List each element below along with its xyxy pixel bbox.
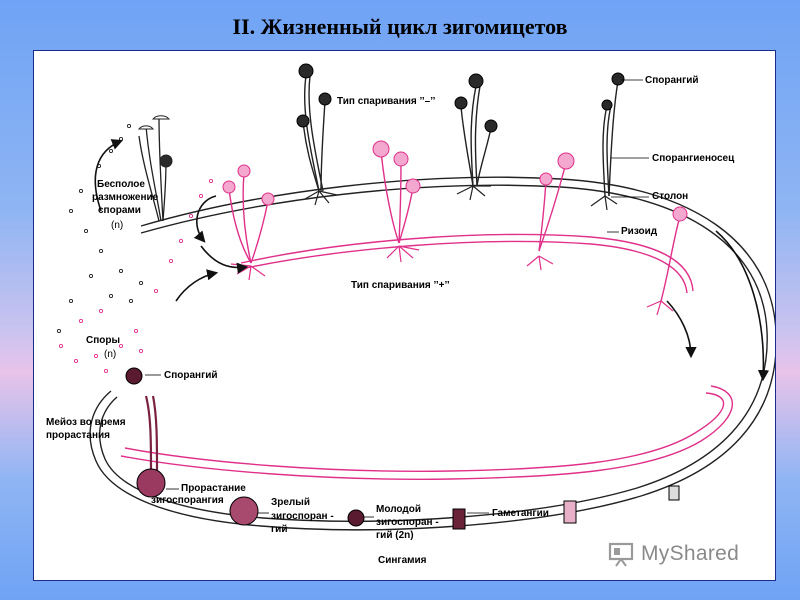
label-mature-2: зигоспоран - [271,511,334,522]
minus-strain-hypha [89,176,775,531]
label-germination-2: зигоспорангия [151,495,224,506]
label-sporangium-bottom: Спорангий [164,370,218,381]
watermark-text: MyShared [641,542,740,565]
label-meiosis-2: прорастания [46,430,110,441]
plus-sporangia [222,140,688,222]
diagram-panel: Тип спаривания ’’–’’ Тип спаривания ’’+’… [33,50,776,581]
plus-strain-hypha [120,233,734,480]
label-mating-type-minus: Тип спаривания ’’–’’ [337,96,436,107]
zygomycete-life-cycle-diagram: Тип спаривания ’’–’’ Тип спаривания ’’+’… [46,63,775,566]
minus-sporangiophores [302,75,619,197]
spores-scatter [56,123,214,374]
arrow-spores-to-plus [193,195,217,243]
label-spores-ploidy: (n) [104,349,116,360]
arrow-to-asexual [94,139,124,212]
label-sporangium-top: Спорангий [645,75,699,86]
label-mature-3: гий [271,524,287,535]
cycle-arrows [94,139,770,382]
plus-rhizoids [230,245,674,316]
presentation-board-icon [608,542,634,567]
label-young-3: гий (2n) [376,530,414,541]
label-stolon: Столон [652,191,688,202]
watermark: MyShared [607,536,767,572]
label-young-2: зигоспоран - [376,517,439,528]
label-asexual-2: размножение [92,192,159,203]
germinating-sporangiophore [144,395,159,472]
minus-sporangia [296,63,625,133]
label-mature-1: Зрелый [271,497,310,508]
diagram-labels: Тип спаривания ’’–’’ Тип спаривания ’’+’… [46,75,735,566]
asexual-sporangiophores [138,115,167,222]
label-sporangiophore: Спорангиеносец [652,153,735,164]
label-leader-lines [145,79,649,518]
label-meiosis-1: Мейоз во время [46,417,126,428]
zygosporangia [136,468,680,530]
plus-sporangiophores [228,150,681,302]
label-syngamy: Сингамия [378,555,427,566]
label-young-1: Молодой [376,504,421,515]
arrow-spores-to-plus-2 [200,245,249,274]
label-asexual-ploidy: (n) [111,220,123,231]
arrow-right-plus [666,300,697,359]
label-spores: Споры [86,335,120,346]
label-mating-type-plus: Тип спаривания ’’+’’ [351,280,450,291]
asexual-sporangia [138,115,173,168]
arrow-right-minus [715,230,770,382]
label-asexual-3: спорами [98,205,141,216]
arrow-spores-to-plus-3 [175,269,219,302]
minus-rhizoids [304,185,618,211]
slide-title: II. Жизненный цикл зигомицетов [232,14,568,39]
label-germination-1: Прорастание [181,483,246,494]
label-asexual-1: Бесполое [97,179,145,190]
label-rhizoid: Ризоид [621,226,658,237]
label-gametangia: Гаметангии [492,508,549,519]
germinating-sporangium [125,367,143,385]
